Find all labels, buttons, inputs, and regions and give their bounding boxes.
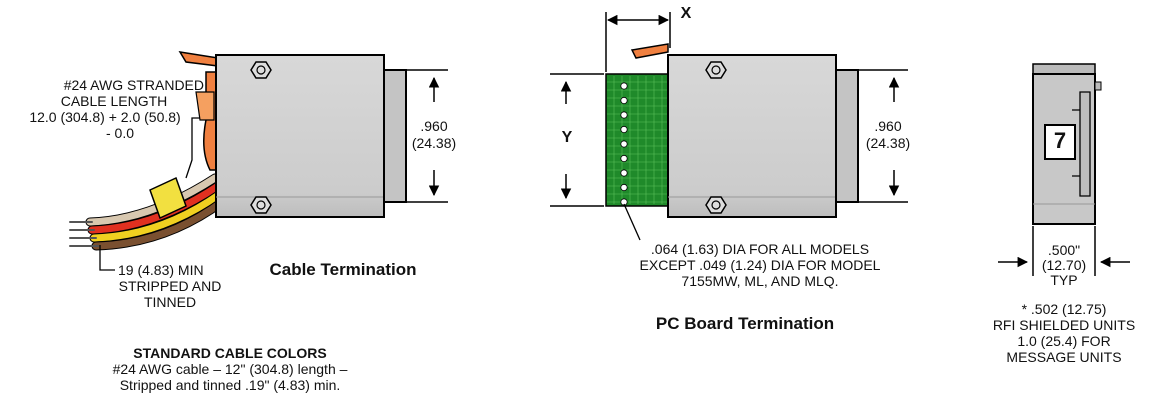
front-note-line-2: RFI SHIELDED UNITS (992, 317, 1136, 333)
cable-spec-line-3: 12.0 (304.8) + 2.0 (50.8) (29, 109, 181, 125)
front-note-line-1: * .502 (12.75) (1021, 301, 1107, 317)
pcb-x-label: X (680, 5, 692, 22)
display-digit: 7 (1053, 128, 1067, 153)
pcb-pin-hole (620, 125, 628, 134)
pcb-switch-body (667, 54, 837, 218)
cable-height-metric: (24.38) (411, 135, 457, 151)
pcb-switch-flange (835, 69, 859, 203)
screw-icon (250, 61, 272, 79)
screw-icon (705, 196, 727, 214)
front-top-plate (1032, 63, 1096, 75)
pcb-pin-hole (620, 183, 628, 192)
cable-spec-line-1: #24 AWG STRANDED (63, 77, 204, 93)
screw-icon (705, 61, 727, 79)
strip-note-line-1: 19 (4.83) MIN (118, 262, 204, 278)
pin-note-line-3: 7155MW, ML, AND MLQ. (681, 273, 839, 289)
digit-window (1044, 124, 1076, 160)
pcb-pin-hole (620, 140, 628, 148)
cable-termination-view (69, 51, 448, 271)
pcb-pin-hole (620, 154, 628, 163)
cable-height-dimension (406, 69, 448, 203)
pcb-pin-hole (620, 169, 628, 177)
cable-switch-flange (383, 69, 407, 203)
cable-spec-leader (185, 117, 200, 179)
pin-note-leader (623, 203, 641, 241)
cable-spec-line-2: CABLE LENGTH (60, 93, 168, 109)
pcb-y-label: Y (561, 129, 573, 146)
cable-colors-heading: STANDARD CABLE COLORS (133, 345, 327, 361)
pcb-pin-hole (620, 111, 628, 119)
front-rail (1079, 91, 1091, 197)
cable-wires (69, 173, 227, 251)
screw-icon (250, 196, 272, 214)
pcb-pin-hole (620, 96, 628, 105)
pcb-termination-view (550, 12, 908, 241)
pcb-lever (630, 43, 669, 59)
strip-note-line-2: STRIPPED AND (118, 278, 222, 294)
cable-colors-line-2: Stripped and tinned .19" (4.83) min. (119, 377, 341, 393)
pcb-height-value: .960 (874, 118, 902, 134)
pin-note-line-2: EXCEPT .049 (1.24) DIA FOR MODEL (639, 257, 881, 273)
front-note-line-4: MESSAGE UNITS (1006, 349, 1122, 365)
cable-spec-line-4: - 0.0 (105, 125, 134, 141)
front-width-metric: (12.70) (1041, 257, 1087, 273)
cable-height-value: .960 (420, 118, 448, 134)
cable-colors-line-1: #24 AWG cable – 12" (304.8) length – (112, 361, 348, 377)
pcb-height-metric: (24.38) (865, 135, 911, 151)
strip-note-line-3: TINNED (143, 294, 197, 310)
cable-switch-body (215, 54, 385, 218)
pcb-termination-title: PC Board Termination (655, 314, 835, 333)
pcb-pin-hole (620, 82, 628, 90)
cable-termination-title: Cable Termination (269, 260, 417, 279)
front-width-value: .500" (1047, 242, 1081, 258)
front-width-dimension (998, 226, 1130, 276)
front-note-line-3: 1.0 (25.4) FOR (1017, 333, 1111, 349)
pcb-height-dimension (858, 69, 908, 203)
strip-note-leader (99, 245, 115, 271)
front-width-typ: TYP (1050, 272, 1078, 288)
cable-sleeve (149, 176, 187, 220)
front-view (998, 63, 1130, 276)
pcb-board (605, 73, 669, 207)
pcb-x-dimension (605, 12, 671, 72)
pcb-y-dimension (550, 73, 604, 207)
pin-note-line-1: .064 (1.63) DIA FOR ALL MODELS (650, 241, 870, 257)
